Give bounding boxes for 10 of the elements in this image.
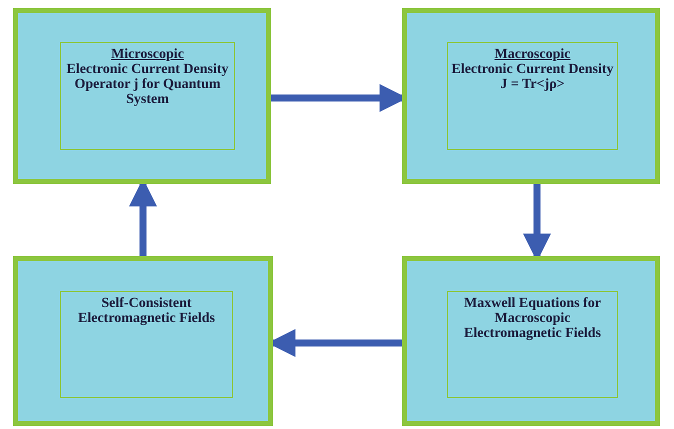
process-box (402, 256, 660, 426)
box-text: Maxwell Equations for Macroscopic Electromagnetic Fields (463, 296, 602, 341)
box-text: Self-Consistent Electromagnetic Fields (77, 296, 216, 326)
box-heading: Macroscopic (494, 47, 572, 62)
box-heading: Microscopic (110, 47, 185, 62)
box-text: Electronic Current Density J = Tr<jρ> (450, 62, 614, 92)
process-box (13, 8, 271, 184)
process-box (402, 8, 660, 184)
box-text: Electronic Current Density Operator j for Quantum System (65, 62, 230, 107)
process-box (13, 256, 273, 426)
